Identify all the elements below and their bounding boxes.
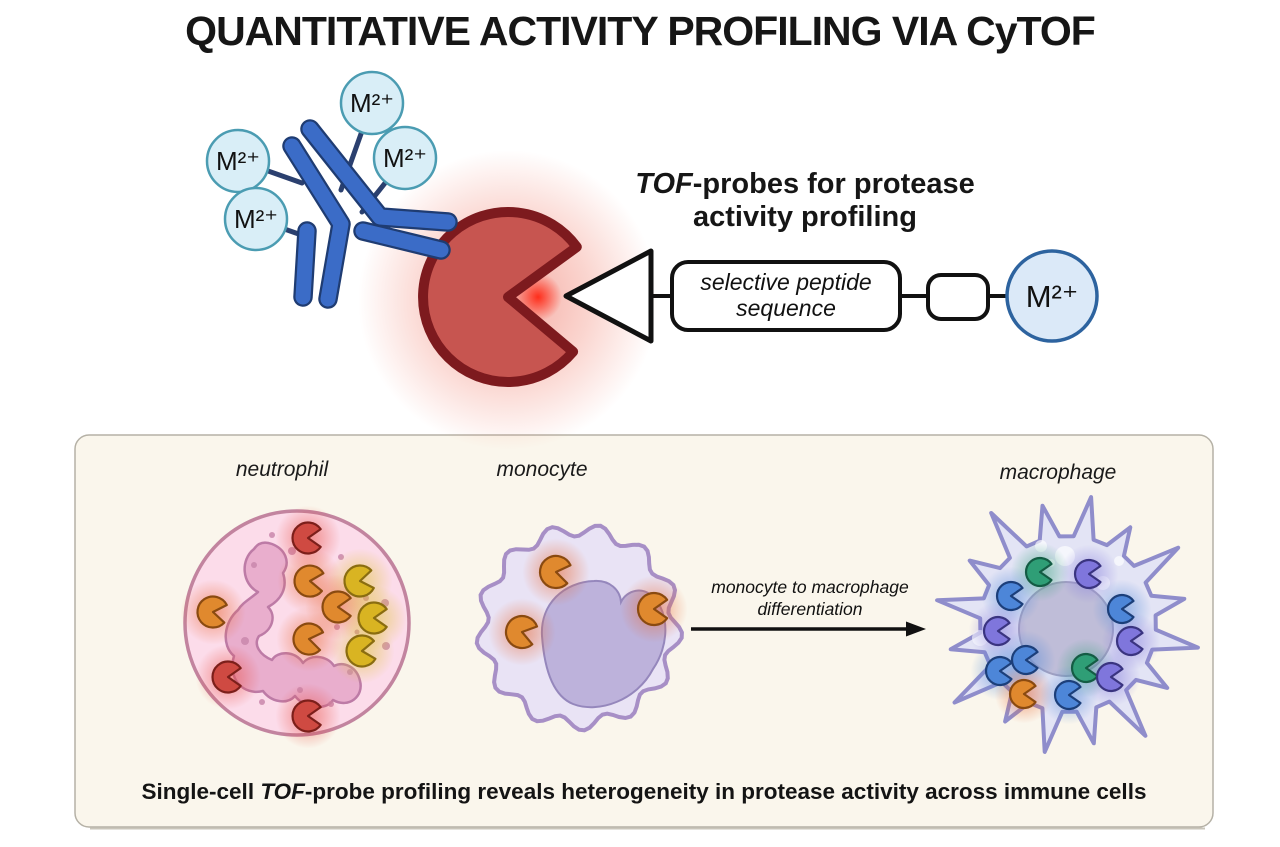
metal-circle [1005,249,1099,343]
probe-heading-line2: activity profiling [693,201,917,234]
probe-heading-tof: TOF [635,168,693,200]
protease-pacman-icon [1073,558,1102,590]
protease-pacman-icon [1010,644,1039,676]
monocyte-cell [474,523,688,733]
probe-heading-line1: TOF-probes for protease [580,168,1030,201]
metal-tag-circle [205,128,271,194]
peptide-box [670,260,902,332]
top-diagram: M²⁺ M²⁺ M²⁺ M²⁺ M²⁺ [205,70,1099,450]
tof-probe-schematic: M²⁺ [563,248,1099,344]
antibody: M²⁺ M²⁺ M²⁺ M²⁺ [205,70,458,309]
metal-tag-circle [223,186,289,252]
protease-pacman-icon [1053,679,1082,711]
protease-pacman-icon [1070,652,1099,684]
metal-tag-circle [339,70,405,136]
protease-pacman-icon [538,554,572,590]
protease-pacman-icon [995,580,1024,612]
neutrophil-cell [180,505,411,749]
neutrophil-label: neutrophil [235,458,329,481]
protease-pacman-icon [1106,593,1135,625]
protease-pacman-icon [293,564,325,598]
protease-pacman-icon [196,595,228,629]
protease-pacman-icon [504,614,539,650]
protease-pacman-icon [1024,556,1053,588]
metal-label: M²⁺ [1026,279,1079,314]
differentiation-label: monocyte to macrophage differentiation [711,577,909,620]
protease-pacman-icon [211,660,242,694]
linker-box [926,273,990,321]
neutrophil-protease-markers [196,521,388,733]
protease-pacman-icon [982,615,1011,647]
probe-heading-rest: -probes for protease [692,168,975,200]
macrophage-label: macrophage [999,461,1117,484]
monocyte-protease-markers [504,554,669,650]
metal-tag-label: M²⁺ [350,88,394,118]
macrophage-cell [935,495,1200,754]
probe-heading: TOF-probes for protease activity profili… [580,168,1030,234]
protease-pacman-icon [291,699,322,733]
differentiation-arrow [691,621,926,637]
protease-pacman-icon [1115,625,1144,657]
protease-icon [418,207,582,387]
protease-pacman-icon [636,591,669,627]
metal-tag-label: M²⁺ [234,204,278,234]
protease-pacman-icon [291,521,322,555]
panel-caption: Single-cell TOF-probe profiling reveals … [141,779,1147,804]
protease-pacman-icon [321,590,352,624]
peptide-sequence-label: selective peptide sequence [700,269,872,321]
protease-pacman-icon [1095,661,1124,693]
protease-pacman-icon [345,634,377,668]
protease-pacman-icon [343,564,375,598]
page-title: QUANTITATIVE ACTIVITY PROFILING VIA CyTO… [185,8,1096,54]
monocyte-label: monocyte [496,458,588,481]
protease-pacman-icon [1008,678,1037,710]
probe-triangle-icon [563,248,654,344]
metal-tag-label: M²⁺ [216,146,260,176]
protease-pacman-icon [984,655,1013,687]
caption-tof: TOF [260,779,305,804]
metal-tag-label: M²⁺ [383,143,427,173]
protease-pacman-icon [292,622,325,656]
macrophage-protease-markers [982,556,1144,711]
metal-tag-circle [372,125,438,191]
protease-pacman-icon [357,601,388,635]
